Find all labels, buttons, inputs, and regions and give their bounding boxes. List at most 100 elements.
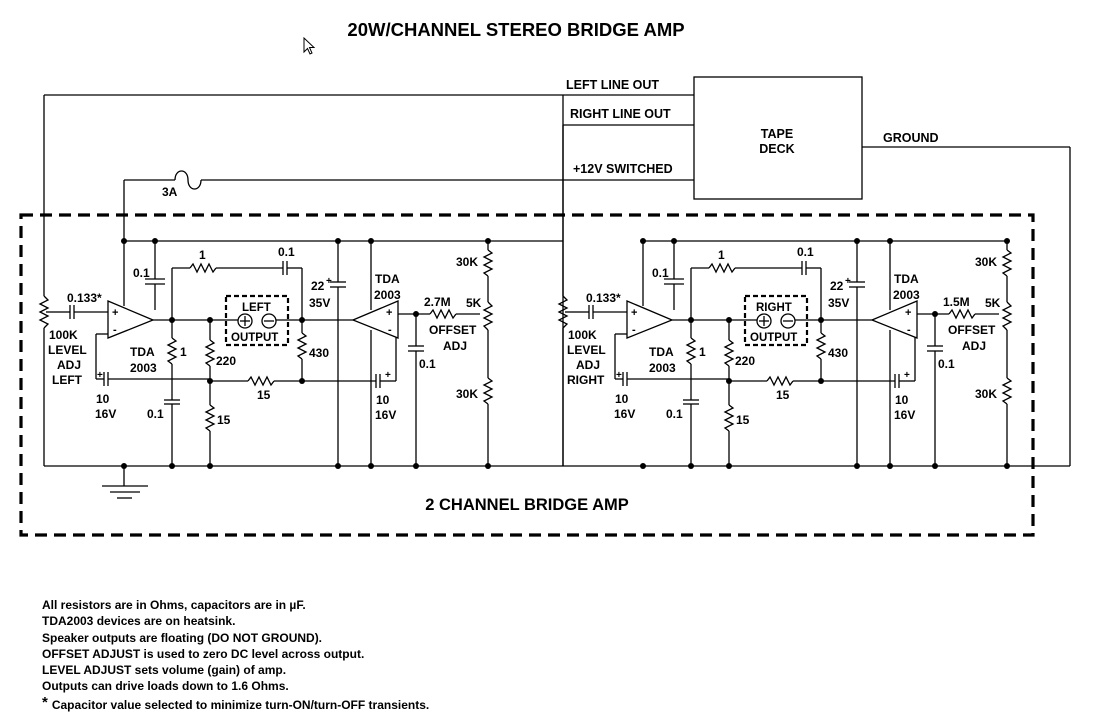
diagram-title: 20W/CHANNEL STEREO BRIDGE AMP [347, 19, 684, 40]
right-tda2-label-1: TDA [894, 272, 919, 286]
right-tda1-label-2: 2003 [649, 361, 676, 375]
left-pot-5k-label: 5K [466, 296, 482, 310]
right-offset-label-1: OFFSET [948, 323, 996, 337]
left-minus-1: - [113, 324, 117, 336]
right-cap-01-offset-label: 0.1 [938, 357, 955, 371]
left-resistor-430-label: 430 [309, 346, 329, 360]
right-22uf-label-2: 35V [828, 296, 849, 310]
left-level-label-4: LEFT [52, 373, 83, 387]
left-cap-10a-label-2: 16V [95, 407, 116, 421]
left-resistor-15v-label: 15 [217, 413, 231, 427]
right-offset-label-2: ADJ [962, 339, 986, 353]
left-level-label-3: ADJ [57, 358, 81, 372]
left-level-label-1: 100K [49, 328, 78, 342]
left-plus-10a: + [97, 370, 103, 381]
right-level-label-1: 100K [568, 328, 597, 342]
left-resistor-220-label: 220 [216, 354, 236, 368]
right-pot-5k-label: 5K [985, 296, 1001, 310]
right-feedback-cap-label: 0.1 [797, 245, 814, 259]
left-plus-22: + [326, 276, 332, 287]
ground-label: GROUND [883, 131, 939, 145]
note-line: All resistors are in Ohms, capacitors ar… [42, 598, 306, 612]
right-level-label-4: RIGHT [567, 373, 605, 387]
right-resistor-15h-label: 15 [776, 388, 790, 402]
right-plus-10b: + [904, 370, 910, 381]
right-level-label-3: ADJ [576, 358, 600, 372]
right-output-label-1: RIGHT [756, 302, 792, 314]
right-cap-10b-label-1: 10 [895, 393, 909, 407]
left-cap-10a-label-1: 10 [96, 392, 110, 406]
left-level-label-2: LEVEL [48, 343, 87, 357]
left-22uf-label-2: 35V [309, 296, 330, 310]
right-resistor-1-label: 1 [699, 345, 706, 359]
right-30k-bottom-label: 30K [975, 387, 997, 401]
footnote-mark: * [42, 693, 48, 711]
right-plus-10a: + [616, 370, 622, 381]
left-offset-label-2: ADJ [443, 339, 467, 353]
right-30k-top-label: 30K [975, 255, 997, 269]
right-cap-10a-label-2: 16V [614, 407, 635, 421]
left-input-cap-label: 0.133* [67, 291, 102, 305]
left-22uf-label-1: 22 [311, 279, 325, 293]
right-minus-1: - [632, 324, 636, 336]
left-output-label-2: OUTPUT [231, 332, 278, 344]
bridge-amp-label: 2 CHANNEL BRIDGE AMP [425, 496, 629, 514]
left-tda1-label-1: TDA [130, 345, 155, 359]
left-tda2-label-2: 2003 [374, 288, 401, 302]
left-resistor-1-label: 1 [180, 345, 187, 359]
left-cap-10b-label-1: 10 [376, 393, 390, 407]
bridge-amp-enclosure [19, 213, 1035, 537]
right-channel-labels: 0.133* 100K LEVEL ADJ RIGHT 0.1 1 0.1 22… [567, 245, 1001, 427]
note-line: Outputs can drive loads down to 1.6 Ohms… [42, 679, 289, 694]
left-plus-10b: + [385, 370, 391, 381]
left-cap-01-low-label: 0.1 [147, 407, 164, 421]
switched-label: +12V SWITCHED [573, 162, 673, 176]
right-cap-01-low-label: 0.1 [666, 407, 683, 421]
left-cap-01-offset-label: 0.1 [419, 357, 436, 371]
left-feedback-resistor-label: 1 [199, 248, 206, 262]
right-input-cap-label: 0.133* [586, 291, 621, 305]
note-line: TDA2003 devices are on heatsink. [42, 614, 236, 629]
left-offset-resistor-label: 2.7M [424, 295, 451, 309]
right-plus-1: + [631, 307, 637, 319]
right-tda1-label-1: TDA [649, 345, 674, 359]
note-line: OFFSET ADJUST is used to zero DC level a… [42, 646, 365, 661]
left-tda2-label-1: TDA [375, 272, 400, 286]
right-resistor-15v-label: 15 [736, 413, 750, 427]
left-plus-2: + [386, 307, 392, 319]
right-cap-10a-label-1: 10 [615, 392, 629, 406]
right-level-label-2: LEVEL [567, 343, 606, 357]
left-offset-label-1: OFFSET [429, 323, 477, 337]
right-tda2-label-2: 2003 [893, 288, 920, 302]
left-output-label-1: LEFT [242, 302, 271, 314]
right-feedback-resistor-label: 1 [718, 248, 725, 262]
right-offset-resistor-label: 1.5M [943, 295, 970, 309]
mouse-cursor-icon [303, 37, 316, 55]
right-cap-10b-label-2: 16V [894, 408, 915, 422]
tape-deck-box [693, 76, 863, 200]
right-22uf-label-1: 22 [830, 279, 844, 293]
footnote-text: Capacitor value selected to minimize tur… [51, 697, 430, 712]
left-minus-2: - [388, 324, 392, 336]
note-line: Speaker outputs are floating (DO NOT GRO… [42, 630, 323, 645]
left-bypass-cap-label: 0.1 [133, 266, 150, 280]
note-line: LEVEL ADJUST sets volume (gain) of amp. [42, 663, 287, 678]
left-tda1-label-2: 2003 [130, 361, 157, 375]
right-plus-2: + [905, 307, 911, 319]
fuse-label: 3A [162, 185, 178, 199]
right-line-out-label: RIGHT LINE OUT [570, 107, 671, 121]
left-cap-10b-label-2: 16V [375, 408, 396, 422]
left-channel-labels: 0.133* 100K LEVEL ADJ LEFT 0.1 1 0.1 22 … [48, 245, 482, 427]
right-output-label-2: OUTPUT [750, 332, 797, 344]
right-resistor-220-label: 220 [735, 354, 755, 368]
left-feedback-cap-label: 0.1 [278, 245, 295, 259]
tape-deck-label-line2: DECK [759, 142, 794, 156]
left-resistor-15h-label: 15 [257, 388, 271, 402]
left-plus-1: + [112, 307, 118, 319]
left-30k-top-label: 30K [456, 255, 478, 269]
right-minus-2: - [907, 324, 911, 336]
right-bypass-cap-label: 0.1 [652, 266, 669, 280]
tape-deck-label-line1: TAPE [761, 127, 793, 141]
right-resistor-430-label: 430 [828, 346, 848, 360]
